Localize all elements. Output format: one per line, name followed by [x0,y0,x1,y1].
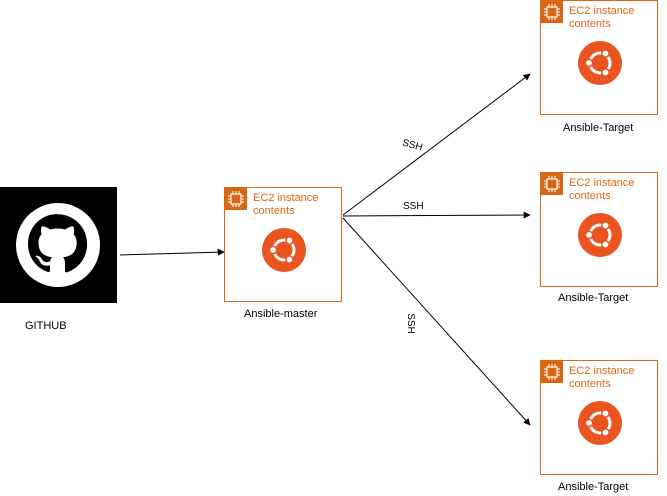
arrow-master-to-target-2 [342,211,531,219]
chip-icon [541,173,563,195]
target-3-label: Ansible-Target [558,481,629,493]
ec2-title: EC2 instance contents [253,192,319,217]
ec2-ansible-target-2[interactable]: EC2 instance contents [540,172,658,287]
ec2-title: EC2 instance contents [569,177,635,202]
chip-icon [225,188,247,210]
chip-icon [541,361,563,383]
arrow-github-to-master [119,248,225,256]
ec2-title: EC2 instance contents [569,5,635,30]
ubuntu-icon [578,41,622,85]
ec2-ansible-master[interactable]: EC2 instance contents [224,187,342,302]
master-label: Ansible-master [244,308,318,320]
connection-label-3: SSH [404,313,416,334]
ec2-ansible-target-3[interactable]: EC2 instance contents [540,360,658,475]
github-logo-box [0,187,117,303]
github-icon [16,203,100,287]
arrow-master-to-target-1 [342,73,531,216]
arrow-master-to-target-3 [342,217,531,426]
connection-label-2: SSH [403,201,424,212]
ubuntu-icon [578,401,622,445]
target-1-label: Ansible-Target [563,122,634,134]
ubuntu-icon [578,213,622,257]
ec2-title: EC2 instance contents [569,365,635,390]
target-2-label: Ansible-Target [558,292,629,304]
ec2-ansible-target-1[interactable]: EC2 instance contents [540,0,658,115]
github-label: GITHUB [25,320,67,332]
chip-icon [541,1,563,23]
ubuntu-icon [262,228,306,272]
